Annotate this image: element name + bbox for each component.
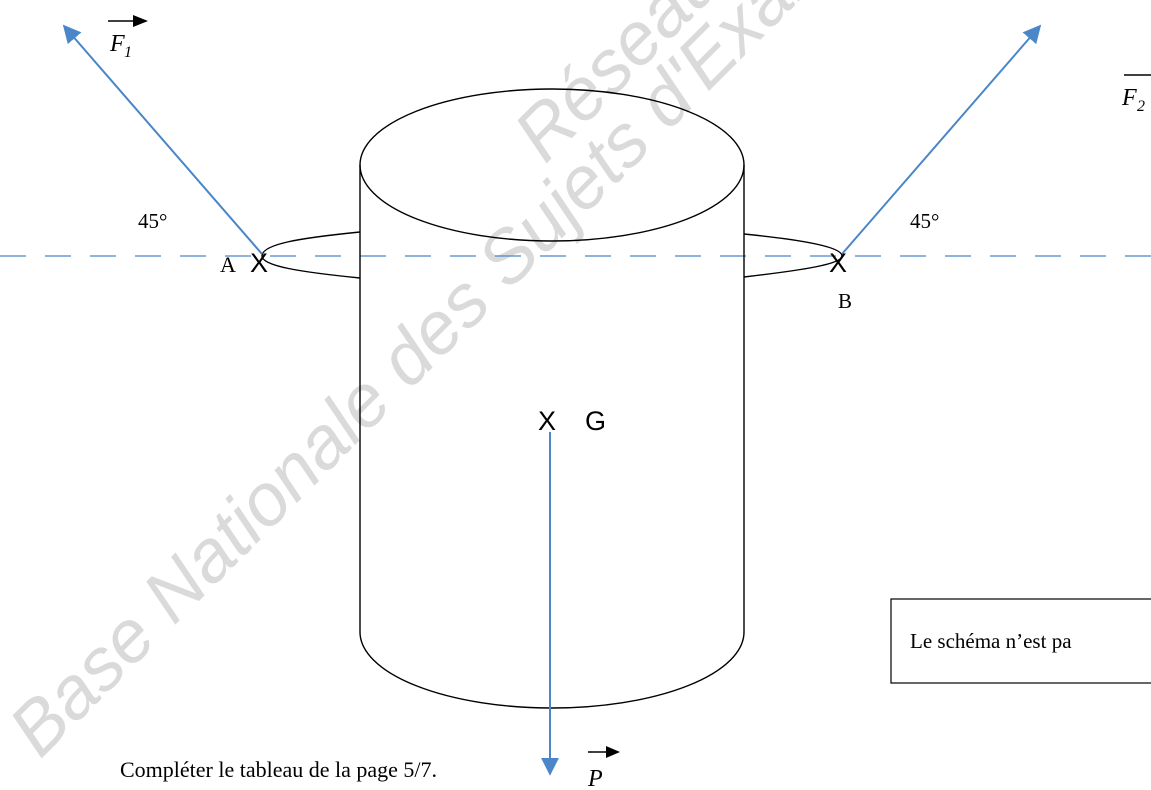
watermark-main: Base Nationale des Sujets d'Examens — [0, 0, 937, 771]
force-1-arrow — [62, 24, 263, 255]
center-g-cross: X — [538, 406, 556, 436]
force-2-letter: F — [1121, 85, 1137, 111]
force-2-label: F 2 — [1121, 74, 1151, 115]
force-1-subscript: 1 — [124, 44, 132, 61]
weight-letter: P — [587, 766, 603, 790]
cylinder-bottom — [359, 631, 745, 709]
angle-right-label: 45° — [910, 209, 939, 233]
right-handle — [743, 233, 843, 278]
force-1-label: F 1 — [108, 15, 148, 61]
instruction-text: Compléter le tableau de la page 5/7. — [120, 757, 437, 782]
watermark: Base Nationale des Sujets d'Examens Rése… — [0, 0, 937, 771]
note-box-text: Le schéma n’est pa — [910, 629, 1072, 653]
force-2-arrow — [841, 24, 1042, 255]
cylinder — [359, 88, 745, 709]
point-a-label: A — [220, 252, 236, 277]
angle-left-label: 45° — [138, 209, 167, 233]
center-g-label: G — [585, 406, 606, 436]
note-box — [890, 598, 1151, 684]
left-handle — [261, 231, 361, 279]
point-b-cross: X — [829, 248, 847, 278]
point-a-cross: X — [250, 248, 268, 278]
cylinder-top — [359, 88, 745, 242]
force-1-letter: F — [109, 31, 125, 57]
force-2-subscript: 2 — [1137, 98, 1145, 115]
weight-label: P — [587, 746, 620, 790]
point-b-label: B — [838, 289, 852, 313]
